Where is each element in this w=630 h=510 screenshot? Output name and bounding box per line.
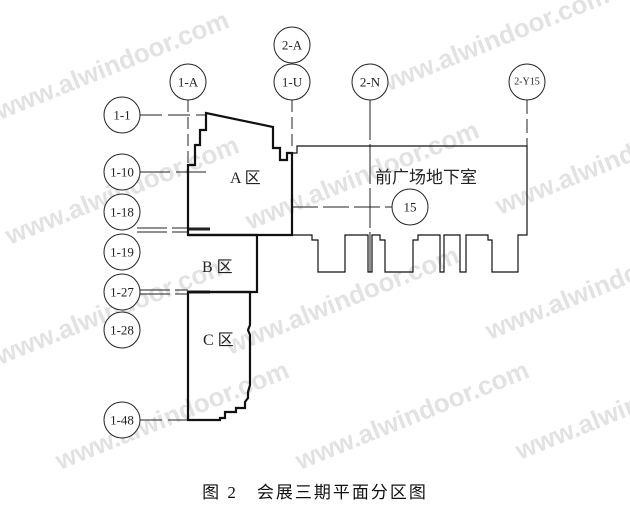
zone-a-label: A 区 xyxy=(230,170,261,187)
axis-label-2-A: 2-A xyxy=(282,38,303,53)
watermark: www.alwindoor.com xyxy=(290,354,533,475)
axis-label-1-18: 1-18 xyxy=(110,205,134,220)
zone-c-outline xyxy=(186,290,252,422)
axis-label-1-A: 1-A xyxy=(178,75,199,90)
zone-b-label: B 区 xyxy=(202,259,233,276)
basement-label: 前广场地下室 xyxy=(375,168,477,187)
figure-caption: 图 2 会展三期平面分区图 xyxy=(202,483,428,502)
axis-label-1-28: 1-28 xyxy=(110,323,134,338)
zone-c-label: C 区 xyxy=(203,332,234,349)
axis-label-1-19: 1-19 xyxy=(110,245,134,260)
watermark: www.alwindoor.com xyxy=(480,224,630,345)
axis-label-1-48: 1-48 xyxy=(110,413,134,428)
zone-a-outline xyxy=(186,111,294,237)
axis-label-1-27: 1-27 xyxy=(110,285,134,300)
axis-label-1-1: 1-1 xyxy=(113,108,130,123)
axis-bubbles: 1-A 1-U 2-A 2-N 2-Y15 1-1 1-10 1-18 1-19… xyxy=(103,26,546,439)
watermark: www.alwindoor.com xyxy=(370,0,613,101)
axis-label-1-10: 1-10 xyxy=(110,165,134,180)
axis-label-15: 15 xyxy=(404,200,417,215)
watermark: www.alwindoor.com xyxy=(510,344,630,465)
axis-label-2-Y15: 2-Y15 xyxy=(514,77,540,88)
basement-outline xyxy=(292,145,528,273)
axis-label-1-U: 1-U xyxy=(282,75,303,90)
building-outline xyxy=(186,111,528,422)
watermark: www.alwindoor.com xyxy=(50,354,293,475)
watermark: www.alwindoor.com xyxy=(490,99,630,220)
axis-label-2-N: 2-N xyxy=(360,75,381,90)
